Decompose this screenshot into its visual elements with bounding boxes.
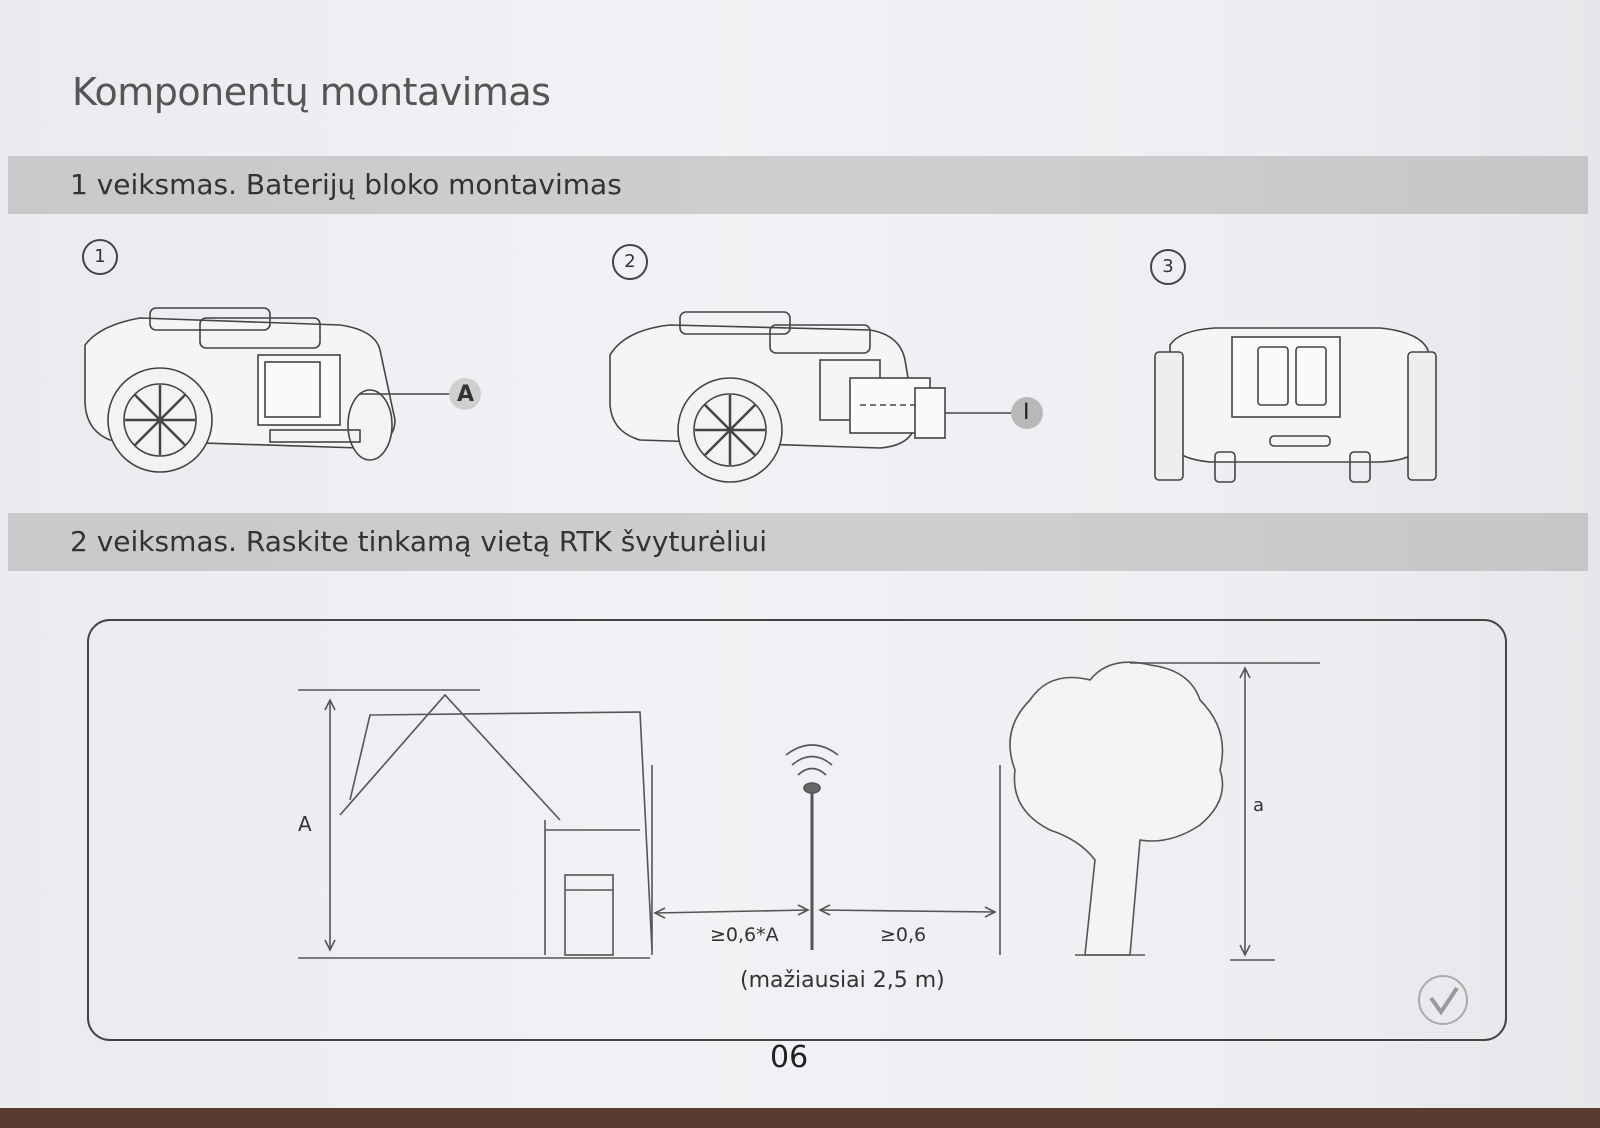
mower-illustration-1: [84, 307, 396, 473]
step1-header: 1 veiksmas. Baterijų bloko montavimas: [8, 156, 1588, 214]
tree-illustration: [999, 661, 1320, 961]
step2-heading: 2 veiksmas. Raskite tinkamą vietą RTK šv…: [70, 525, 767, 558]
figure-number-3: 3: [1150, 249, 1186, 285]
distance-tree-label: ≥0,6: [880, 924, 927, 946]
minimum-distance-note: (mažiausiai 2,5 m): [740, 968, 945, 993]
callout-i-marker: [1011, 397, 1043, 429]
house-height-label: A: [298, 812, 312, 836]
mower-illustration-2: [609, 311, 946, 483]
rtk-beacon-illustration: [785, 744, 839, 950]
figure-number-2: 2: [612, 244, 648, 280]
tree-height-label: a: [1253, 795, 1265, 816]
callout-a-marker: [449, 378, 481, 410]
callout-a-label: A: [457, 382, 475, 407]
callout-i-label: I: [1023, 400, 1030, 425]
page-title: Komponentų montavimas: [72, 70, 551, 114]
checkmark-circle-icon: [1418, 975, 1468, 1025]
house-illustration: [298, 689, 653, 959]
mower-illustration-3: [1154, 327, 1437, 483]
diagram-frame: [87, 619, 1507, 1041]
distance-house-label: ≥0,6*A: [710, 924, 779, 946]
figure-number-1: 1: [82, 239, 118, 275]
step1-heading: 1 veiksmas. Baterijų bloko montavimas: [70, 168, 622, 201]
step2-header: 2 veiksmas. Raskite tinkamą vietą RTK šv…: [8, 513, 1588, 571]
page-number: 06: [770, 1040, 809, 1075]
